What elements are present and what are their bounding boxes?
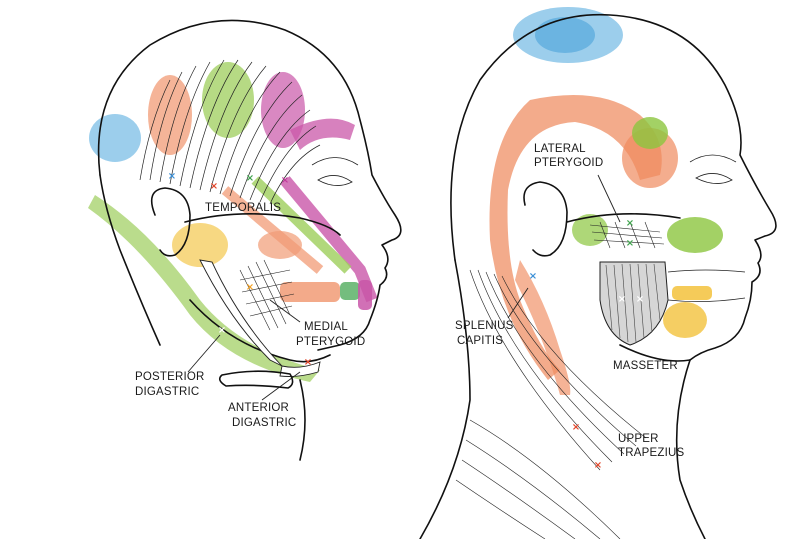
right-lower-teeth <box>667 297 746 302</box>
neck-muscle-fibers <box>455 269 647 539</box>
right-labels: LATERAL PTERYGOID SPLENIUS CAPITIS MASSE… <box>455 143 684 459</box>
right-zygomatic-arch <box>566 213 681 223</box>
left-jaw-line <box>189 299 331 363</box>
anterior-digastric-muscle <box>279 361 321 377</box>
label-medial-pterygoid-line2: PTERYGOID <box>296 336 365 348</box>
orange-zone-neck <box>515 260 571 395</box>
medial-pterygoid-muscle <box>239 259 295 331</box>
left-referral-zones <box>88 62 378 382</box>
yellow-zone-ear <box>172 223 228 267</box>
green-teeth <box>340 282 360 300</box>
orange-zone-cheek <box>258 231 302 259</box>
left-labels: TEMPORALIS MEDIAL PTERYGOID POSTERIOR DI… <box>135 202 365 429</box>
label-medial-pterygoid-line1: MEDIAL <box>304 321 348 333</box>
trigger-point-marker: × <box>636 294 644 305</box>
trigger-point-marker: × <box>210 181 218 192</box>
trigger-point-marker: × <box>281 175 289 186</box>
left-brow <box>311 157 359 166</box>
magenta-band <box>290 118 355 150</box>
left-head-outline <box>97 19 402 351</box>
orange-line-jaw <box>221 186 324 274</box>
trigger-point-marker: × <box>626 218 634 229</box>
label-lateral-pterygoid-line1: LATERAL <box>534 143 586 155</box>
right-brow <box>689 154 737 163</box>
green-posterior-band <box>88 195 320 382</box>
hyoid-bone <box>218 370 294 389</box>
label-posterior-digastric-line1: POSTERIOR <box>135 371 205 383</box>
left-trigger-points: × × × × × × × <box>168 171 312 368</box>
right-head-figure: × × × × × × × LATERAL PTERYGOID SPLENIUS… <box>419 7 777 539</box>
masseter-muscle <box>599 261 669 346</box>
right-referral-zones <box>489 7 723 395</box>
green-zone-temple <box>632 117 668 149</box>
label-temporalis: TEMPORALIS <box>205 202 281 214</box>
right-eye <box>695 173 733 184</box>
leader-posterior-digastric <box>187 334 221 373</box>
label-anterior-digastric-line2: DIGASTRIC <box>232 417 296 429</box>
right-trigger-points: × × × × × × × <box>529 218 644 471</box>
green-zone-ear <box>572 214 608 246</box>
yellow-teeth <box>672 286 712 300</box>
left-ear <box>150 187 191 257</box>
temporalis-muscle-fibers <box>139 59 321 205</box>
magenta-teeth <box>358 280 372 310</box>
leader-splenius-capitis <box>507 287 529 319</box>
left-eye <box>317 175 353 186</box>
green-zone-top <box>202 62 254 138</box>
trigger-point-marker: × <box>218 325 226 336</box>
trigger-point-marker: × <box>246 282 254 293</box>
label-masseter: MASSETER <box>613 360 678 372</box>
masseter-fibers <box>605 263 661 343</box>
orange-zone-top <box>148 75 192 155</box>
label-anterior-digastric-line1: ANTERIOR <box>228 402 289 414</box>
right-neck-front <box>675 359 706 539</box>
label-splenius-capitis-line2: CAPITIS <box>457 335 503 347</box>
right-jaw <box>619 344 691 362</box>
lateral-pterygoid-muscle <box>589 221 665 249</box>
left-head-figure: × × × × × × × TEMPORALIS MEDIAL PTERYGOI… <box>88 19 402 461</box>
label-splenius-capitis-line1: SPLENIUS <box>455 320 514 332</box>
right-head-outline <box>450 13 777 361</box>
leader-lateral-pterygoid <box>597 174 621 223</box>
trigger-point-marker: × <box>246 173 254 184</box>
blue-zone-crown-inner <box>535 17 595 53</box>
left-neck-back <box>99 174 161 346</box>
left-neck-front <box>299 379 306 461</box>
right-neck-back <box>419 259 471 539</box>
label-lateral-pterygoid-line2: PTERYGOID <box>534 157 603 169</box>
trigger-point-marker: × <box>529 271 537 282</box>
trigger-point-marker: × <box>626 238 634 249</box>
trigger-point-marker: × <box>594 460 602 471</box>
right-ear <box>523 181 568 257</box>
left-zygomatic-arch <box>184 213 341 236</box>
trigger-point-marker: × <box>572 422 580 433</box>
leader-medial-pterygoid <box>269 299 301 323</box>
green-zone-jaw <box>667 217 723 253</box>
orange-teeth <box>280 282 340 302</box>
right-upper-teeth <box>667 269 746 273</box>
label-upper-trapezius-line2: TRAPEZIUS <box>618 447 684 459</box>
trigger-point-marker: × <box>304 357 312 368</box>
trigger-point-marker: × <box>168 171 176 182</box>
green-line-jaw <box>251 176 352 274</box>
leader-anterior-digastric <box>261 371 301 401</box>
blue-zone-temple <box>89 114 141 162</box>
yellow-zone-chin <box>663 302 707 338</box>
trigger-point-marker: × <box>618 294 626 305</box>
label-upper-trapezius-line1: UPPER <box>618 433 659 445</box>
label-posterior-digastric-line2: DIGASTRIC <box>135 386 199 398</box>
